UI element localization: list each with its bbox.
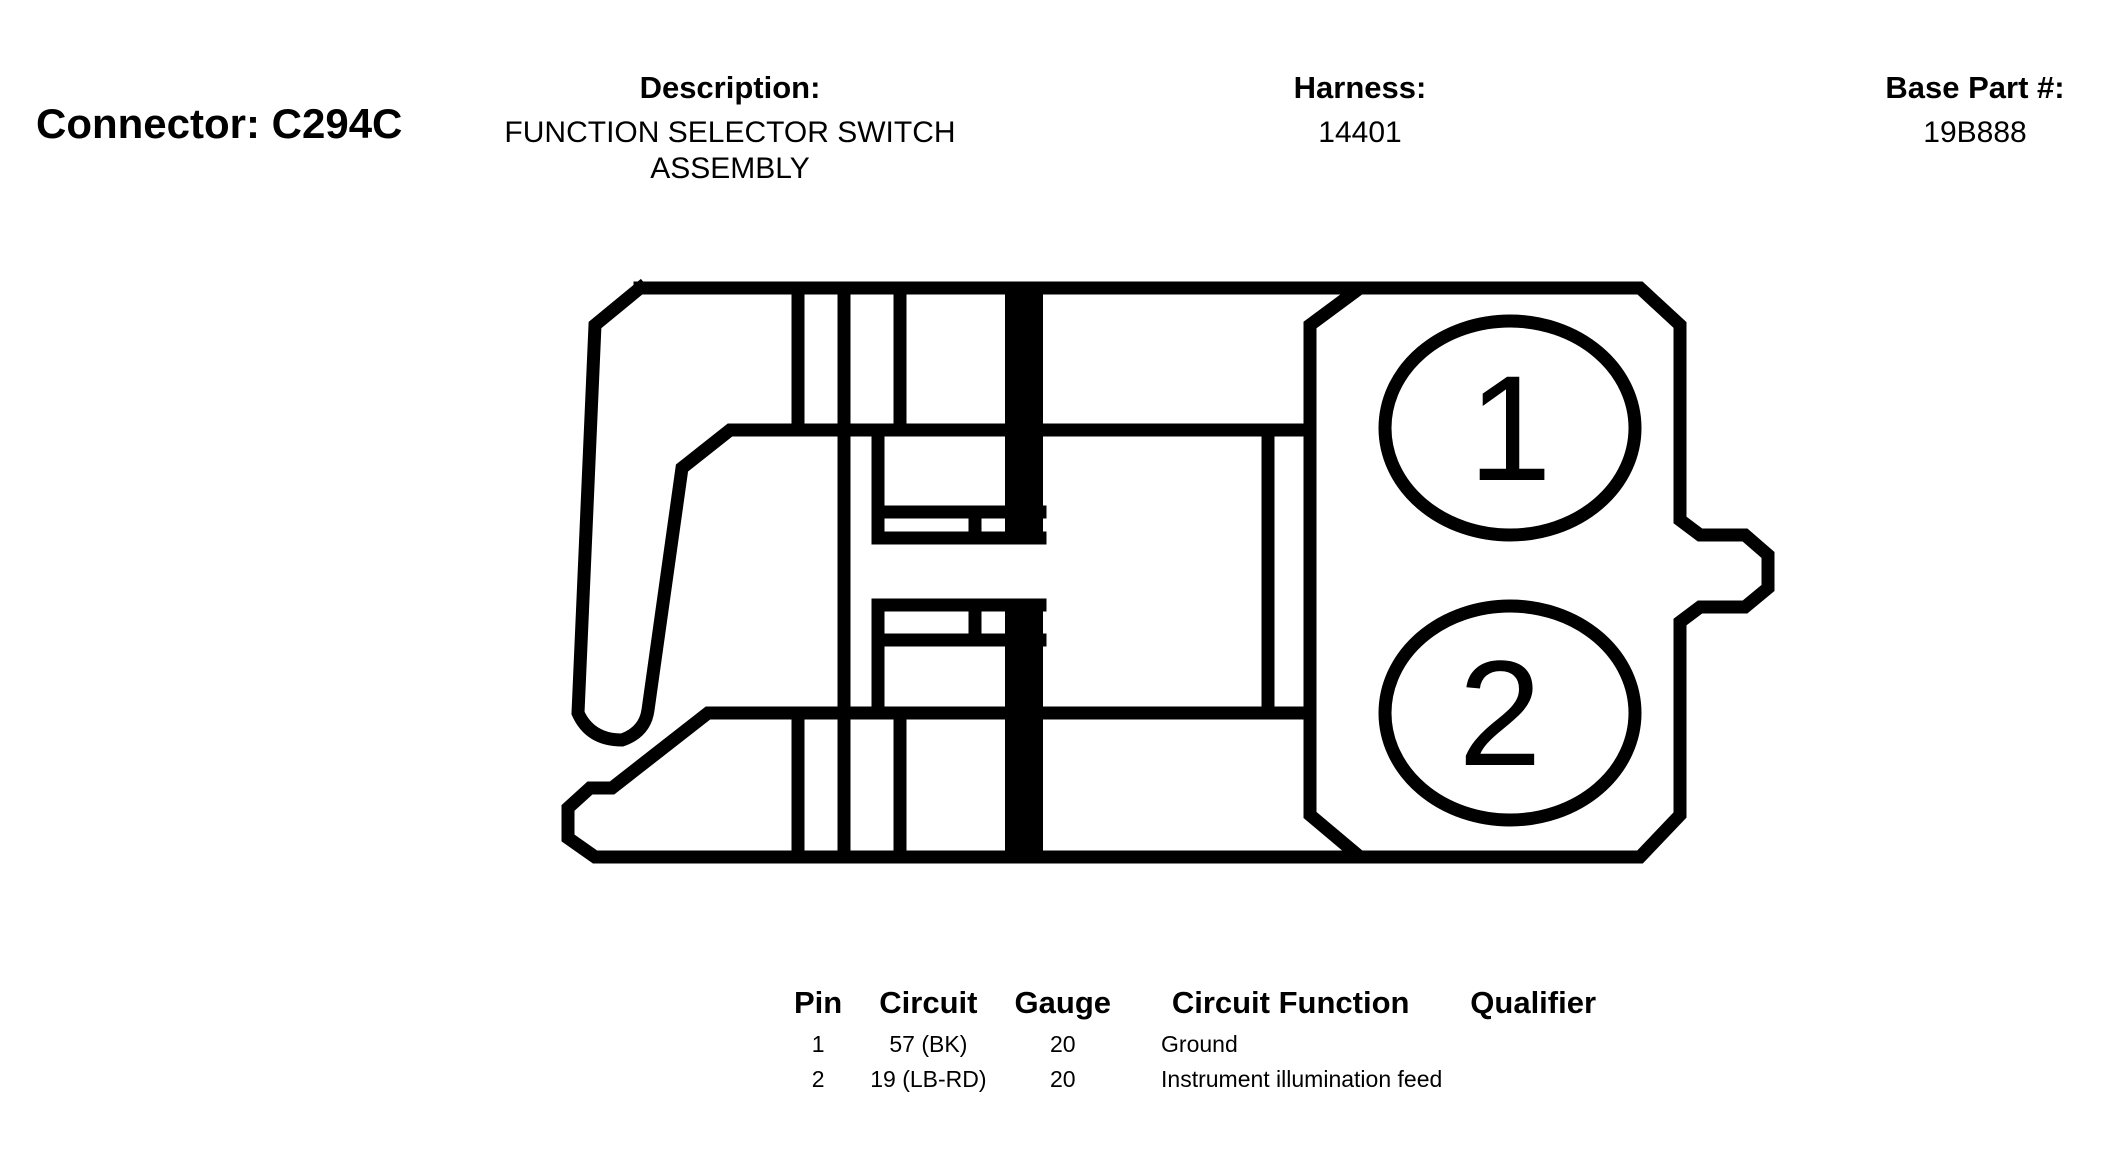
connector-housing-left-latch xyxy=(571,278,1317,747)
cavity-1-label: 1 xyxy=(1468,344,1551,512)
function-cell: Instrument illumination feed xyxy=(1161,1066,1443,1092)
latch-window-lower xyxy=(871,598,1047,720)
pin-table-header: Pin Circuit Gauge Circuit Function Quali… xyxy=(780,985,1610,1027)
pin-header: Pin xyxy=(794,985,843,1020)
cavity-1-circle xyxy=(1378,314,1642,542)
circuit-cell: 57 (BK) xyxy=(889,1031,968,1057)
connector-title: Connector: C294C xyxy=(36,100,403,147)
latch-window-upper xyxy=(871,423,1047,545)
qualifier-cell xyxy=(1456,1062,1610,1097)
gauge-cell: 20 xyxy=(1049,1031,1076,1057)
housing-center-bar xyxy=(1005,288,1043,430)
base-part-label: Base Part #: xyxy=(1885,70,2065,105)
circuit-header: Circuit xyxy=(879,985,978,1020)
cavity-2-label: 2 xyxy=(1458,629,1541,797)
qualifier-cell xyxy=(1456,1027,1610,1062)
function-header: Circuit Function xyxy=(1171,985,1410,1020)
cavity-2-circle xyxy=(1378,599,1642,827)
harness-label: Harness: xyxy=(1293,70,1427,105)
pin-table: Pin Circuit Gauge Circuit Function Quali… xyxy=(780,985,1610,1097)
harness-value: 14401 xyxy=(1318,116,1402,149)
circuit-cell: 19 (LB-RD) xyxy=(870,1066,987,1092)
gauge-cell: 20 xyxy=(1049,1066,1076,1092)
housing-center-bar xyxy=(1005,713,1043,857)
description-value: FUNCTION SELECTOR SWITCH ASSEMBLY xyxy=(504,116,956,185)
description-label: Description: xyxy=(639,70,821,105)
housing-center-bar xyxy=(1005,605,1043,713)
qualifier-header: Qualifier xyxy=(1470,985,1597,1020)
cavity-block-outline xyxy=(1353,281,1775,864)
pin-cell: 2 xyxy=(811,1066,825,1092)
base-part-value: 19B888 xyxy=(1923,116,2027,149)
table-row: 2 19 (LB-RD) 20 Instrument illumination … xyxy=(780,1062,1610,1097)
housing-center-bar xyxy=(1005,430,1043,538)
connector-housing-outline xyxy=(561,281,1380,864)
table-row: 1 57 (BK) 20 Ground xyxy=(780,1027,1610,1062)
gauge-header: Gauge xyxy=(1014,985,1112,1020)
function-cell: Ground xyxy=(1161,1031,1238,1057)
pin-cell: 1 xyxy=(811,1031,825,1057)
